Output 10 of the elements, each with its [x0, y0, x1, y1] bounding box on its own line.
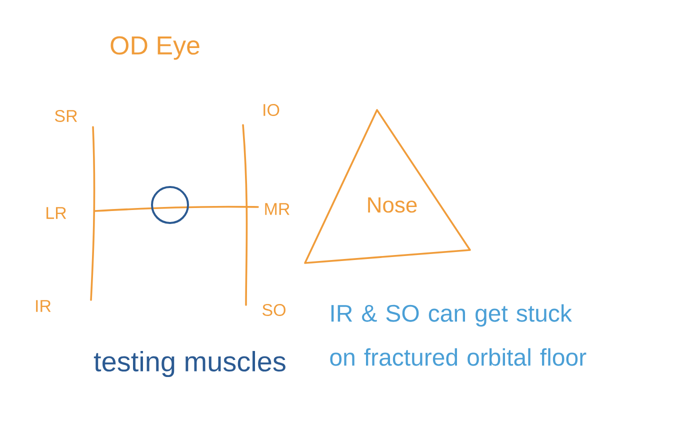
muscle-label: SR	[54, 110, 78, 122]
nose-triangle: Nose	[304, 109, 471, 264]
muscle-label: SO	[262, 304, 286, 316]
caption-text: testing muscles	[94, 350, 286, 378]
muscle-label: IR	[36, 300, 51, 312]
note-text: IR & SO can get stuck on fractured orbital floor	[330, 304, 586, 366]
muscle-label: MR	[265, 203, 290, 215]
muscle-label: IO	[264, 104, 280, 116]
muscle-label: LR	[46, 207, 66, 219]
title: OD Eye	[110, 36, 200, 60]
